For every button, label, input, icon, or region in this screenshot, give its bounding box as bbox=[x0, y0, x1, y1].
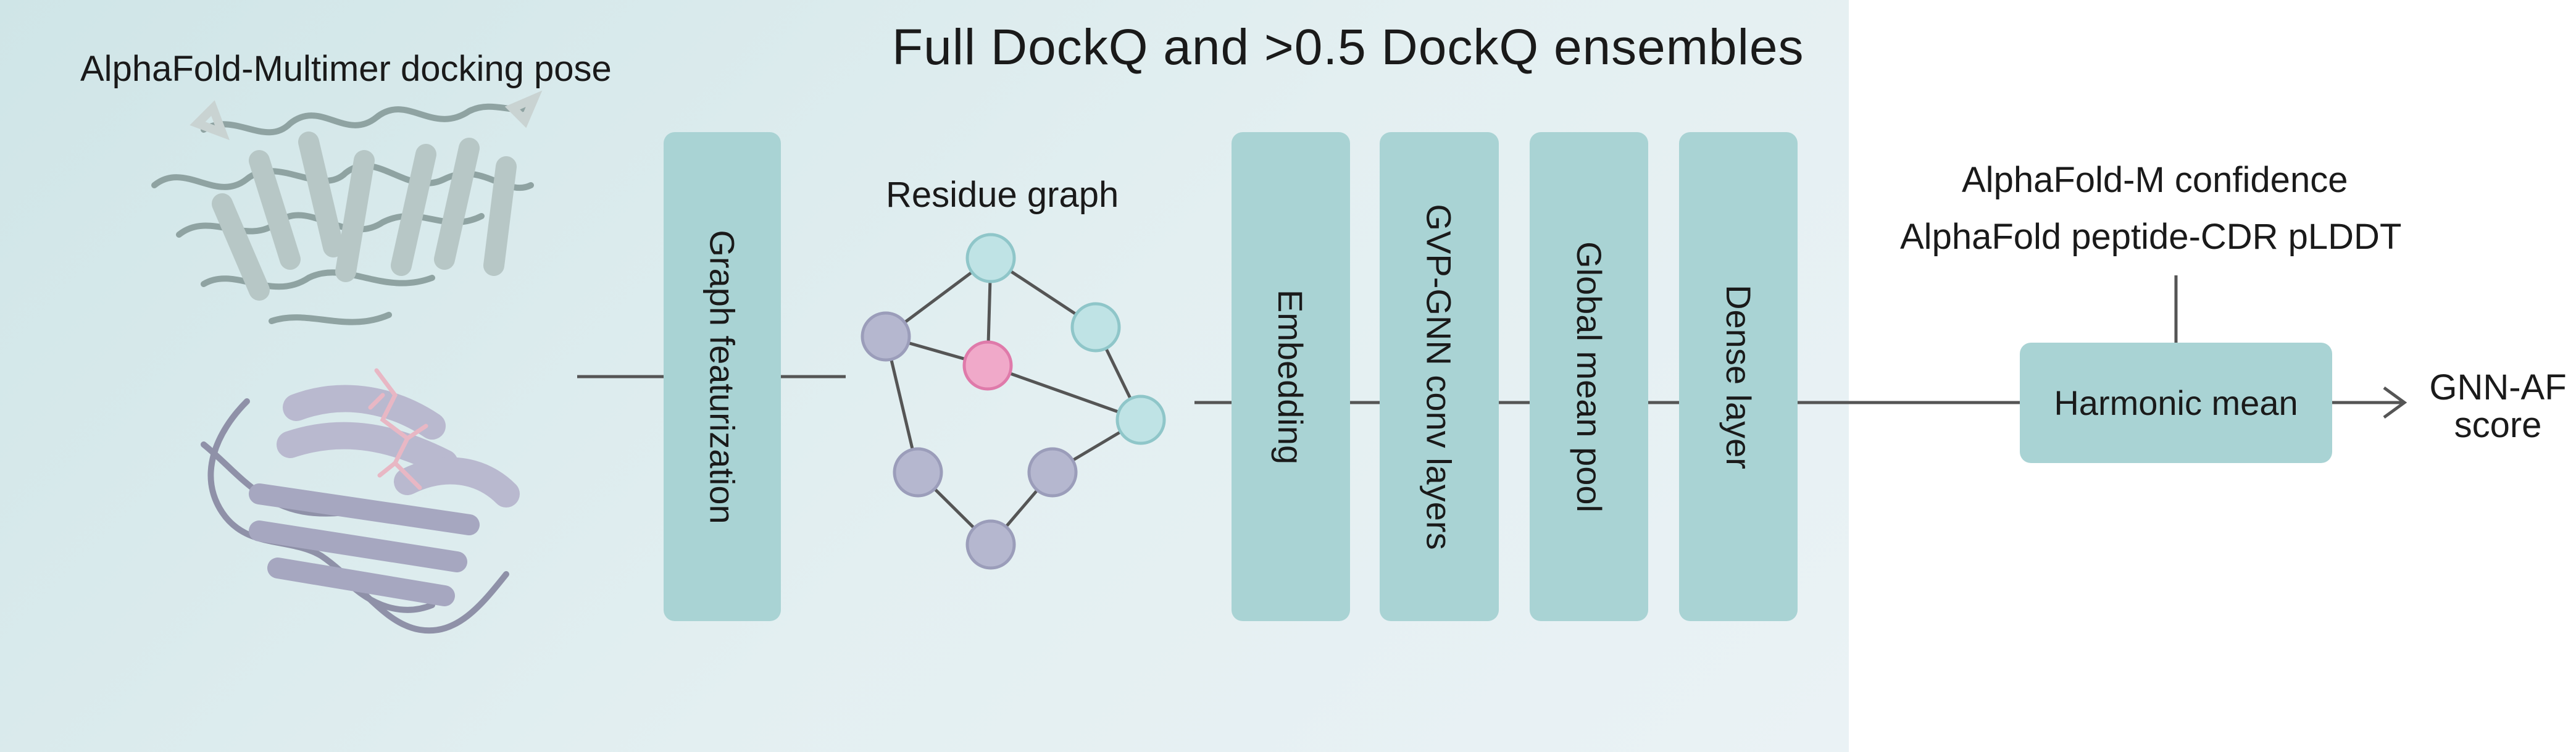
pose-label: AlphaFold-Multimer docking pose bbox=[80, 49, 612, 89]
panel-title: Full DockQ and >0.5 DockQ ensembles bbox=[892, 19, 1804, 75]
protein-structure bbox=[151, 90, 543, 634]
graph-node bbox=[893, 447, 943, 498]
gvp-gnn-label: GVP-GNN conv layers bbox=[1420, 203, 1459, 550]
graph-node bbox=[1070, 302, 1121, 353]
confidence-label-2: AlphaFold peptide-CDR pLDDT bbox=[1900, 217, 2402, 257]
graph-featurization-block: Graph featurization bbox=[664, 132, 781, 621]
graph-node bbox=[962, 340, 1013, 391]
graph-label: Residue graph bbox=[886, 175, 1119, 215]
graph-node bbox=[861, 311, 911, 362]
gvp-gnn-block: GVP-GNN conv layers bbox=[1380, 132, 1499, 621]
connector-lines bbox=[577, 275, 2407, 419]
graph-node bbox=[1115, 395, 1166, 445]
graph-featurization-label: Graph featurization bbox=[702, 229, 742, 524]
confidence-label-1: AlphaFold-M confidence bbox=[1962, 160, 2348, 200]
output-arrowhead bbox=[2383, 386, 2407, 419]
graph-node bbox=[1027, 447, 1078, 498]
harmonic-mean-block: Harmonic mean bbox=[2020, 343, 2332, 463]
global-mean-pool-block: Global mean pool bbox=[1530, 132, 1648, 621]
harmonic-mean-label: Harmonic mean bbox=[2054, 383, 2298, 422]
graph-node bbox=[965, 519, 1016, 570]
output-line-1: GNN-AF bbox=[2429, 367, 2567, 407]
output-score: GNN-AF score bbox=[2420, 369, 2576, 445]
global-mean-pool-label: Global mean pool bbox=[1569, 241, 1609, 512]
residue-graph bbox=[861, 233, 1166, 570]
output-line-2: score bbox=[2454, 404, 2542, 445]
embedding-label: Embedding bbox=[1271, 289, 1311, 464]
dense-layer-label: Dense layer bbox=[1719, 284, 1758, 469]
dense-layer-block: Dense layer bbox=[1679, 132, 1798, 621]
embedding-block: Embedding bbox=[1232, 132, 1350, 621]
graph-node bbox=[965, 233, 1016, 283]
